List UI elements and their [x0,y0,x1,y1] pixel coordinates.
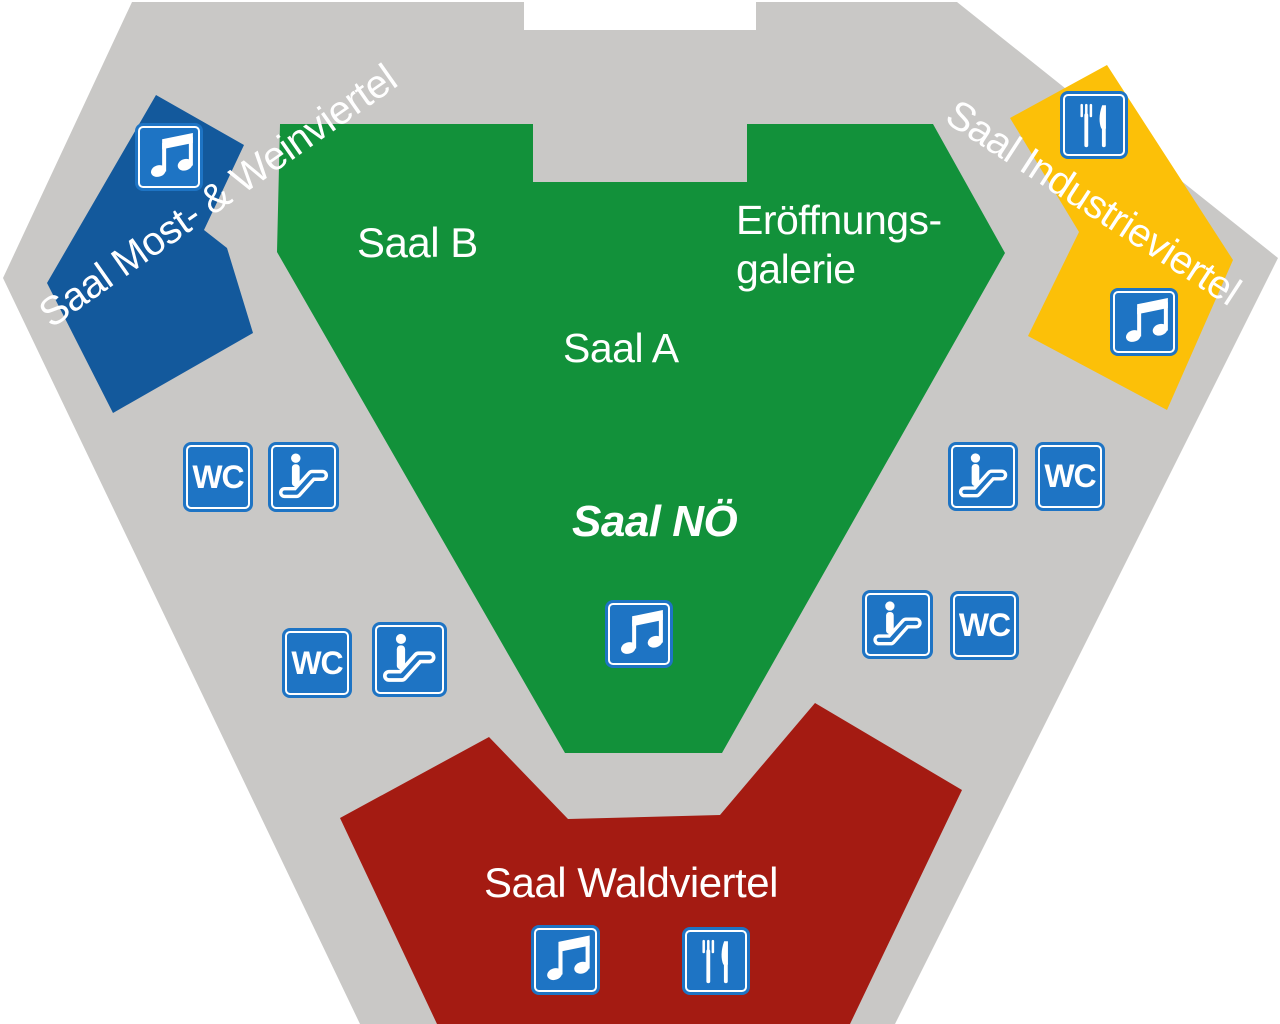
wc-label: WC [192,458,244,495]
wc-sign-northwest: WC [183,442,253,512]
fork-knife-icon [687,932,745,990]
music-icon [140,128,198,186]
restaurant-sign-waldviertel [682,927,750,995]
escalator-icon [953,447,1013,506]
label-saal-noe: Saal NÖ [572,497,738,546]
music-icon [610,605,668,663]
escalator-icon [867,595,928,654]
wc-sign-west: WC [282,628,352,698]
area-saal-waldviertel [340,703,962,1024]
music-icon [536,930,595,990]
escalator-icon [377,627,442,692]
label-saal-waldviertel: Saal Waldviertel [484,859,778,906]
wc-label: WC [958,607,1011,643]
label-saal-a: Saal A [563,325,679,371]
escalator-sign-northeast [948,442,1018,511]
music-icon [1115,293,1173,351]
area-saal-noe [277,124,1005,753]
wc-label: WC [291,644,343,681]
music-sign-saal-noe [605,600,673,668]
escalator-sign-east [862,590,933,659]
restaurant-sign-industrieviertel [1060,91,1128,159]
escalator-icon [273,447,334,507]
fork-knife-icon [1065,96,1123,154]
wc-label: WC [1044,458,1096,494]
wc-sign-east: WC [950,591,1019,660]
escalator-sign-northwest [268,442,339,512]
label-eroeffnungsgalerie-line2: galerie [736,246,856,292]
music-sign-industrieviertel [1110,288,1178,356]
label-eroeffnungsgalerie-line1: Eröffnungs- [736,197,942,243]
escalator-sign-west [372,622,447,697]
wc-sign-northeast: WC [1035,442,1105,511]
music-sign-most-weinviertel [135,123,203,191]
music-sign-waldviertel [531,925,600,995]
label-saal-b: Saal B [357,219,478,266]
